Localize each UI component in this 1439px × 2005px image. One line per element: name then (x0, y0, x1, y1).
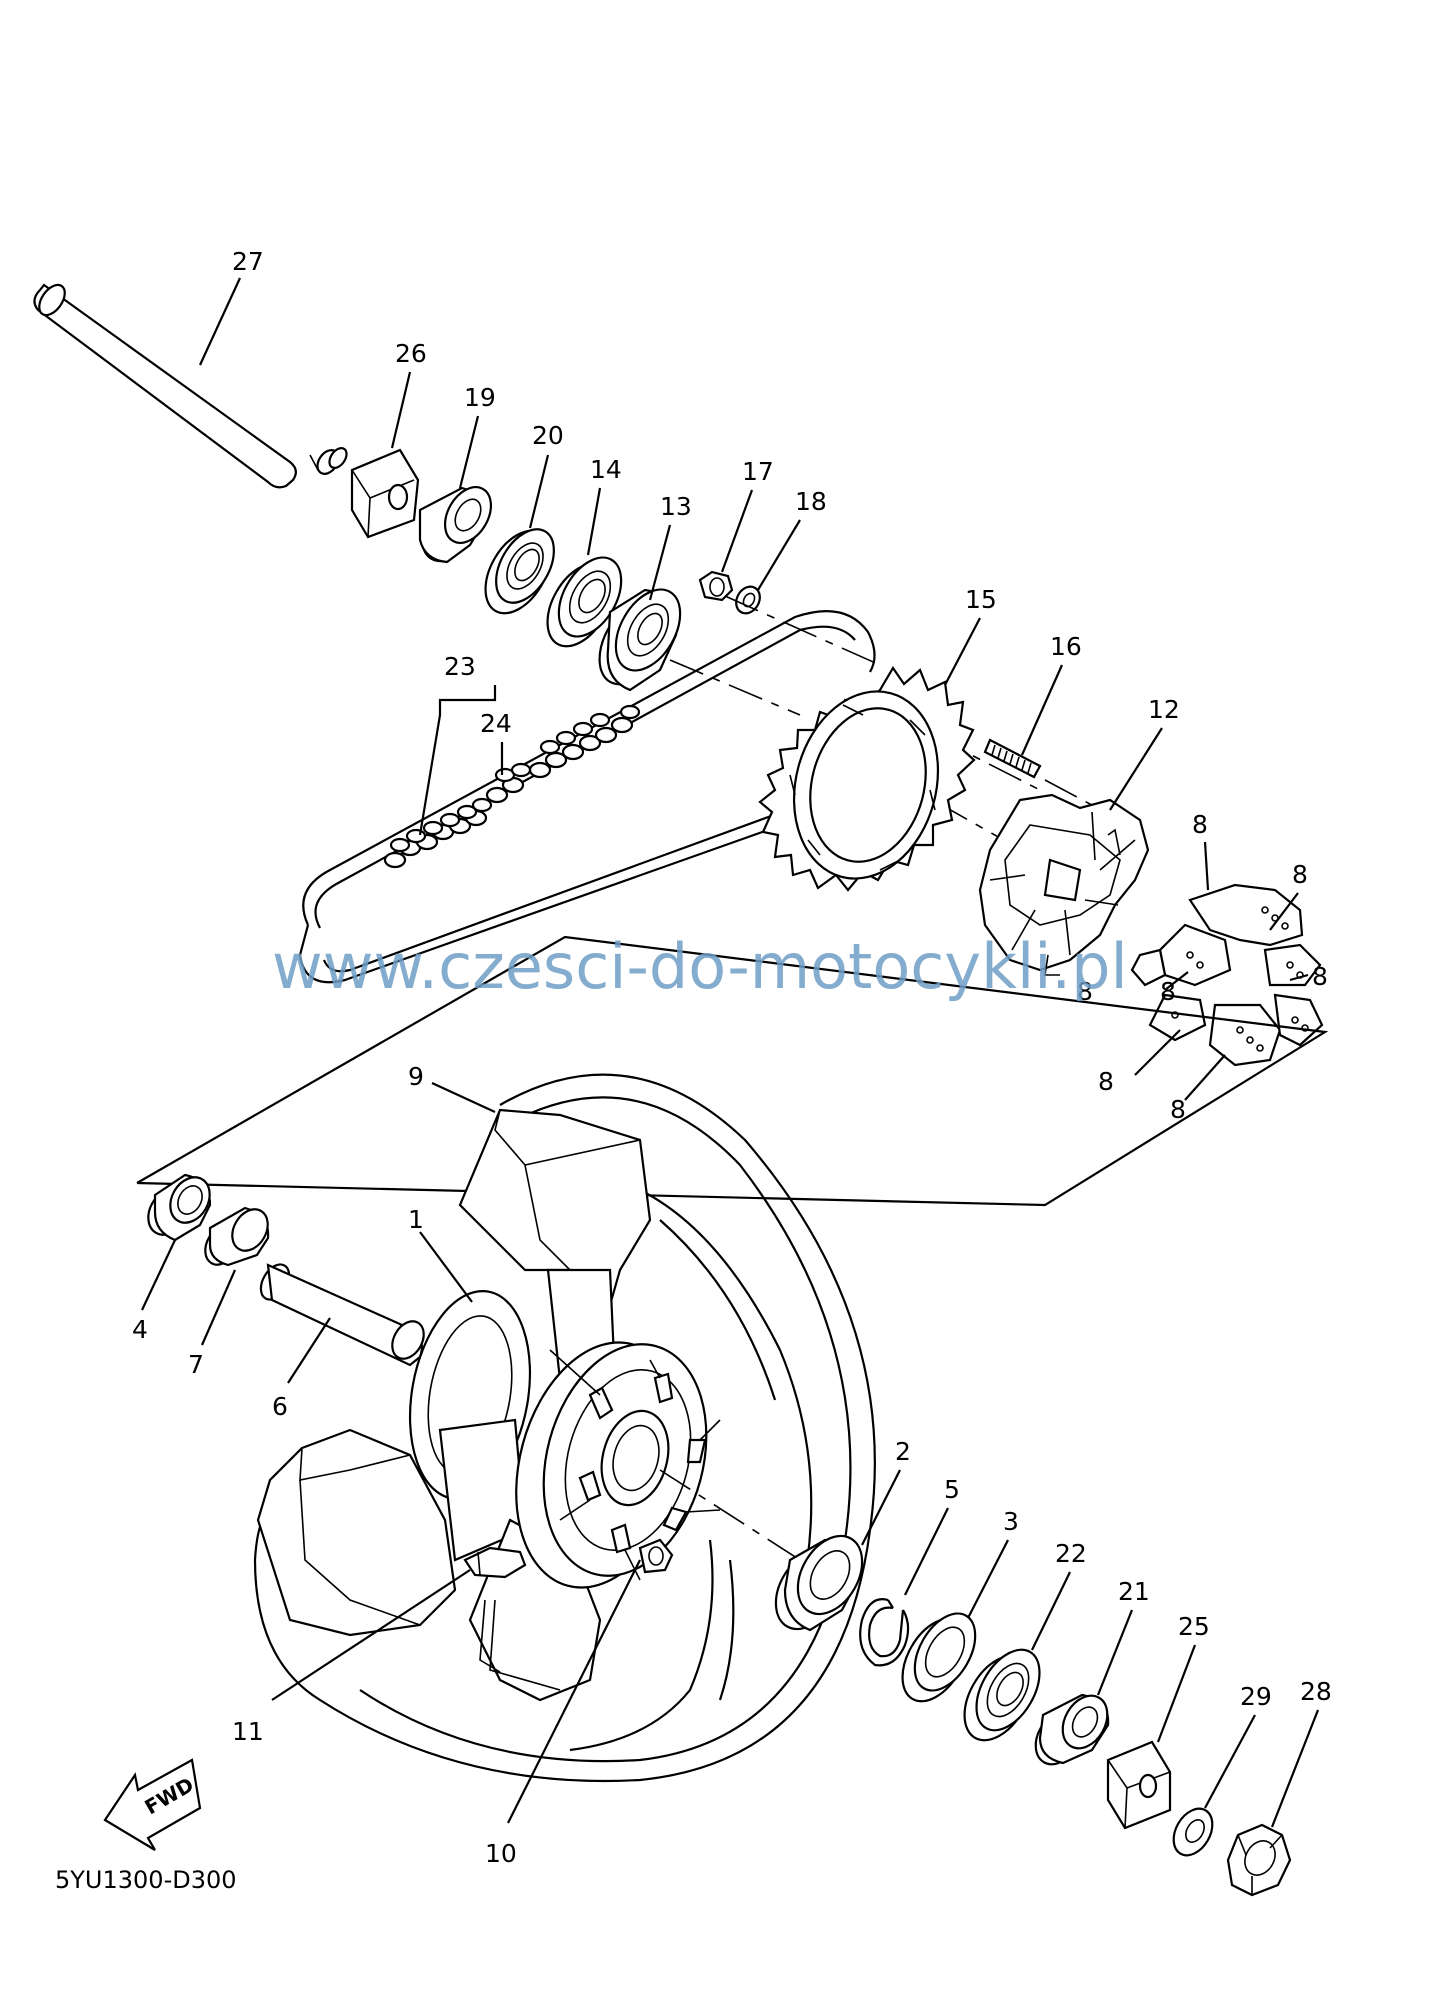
leader-20 (528, 454, 550, 529)
leader-2 (861, 1469, 901, 1546)
chain-joint-24 (485, 762, 532, 804)
leader-7 (200, 1269, 237, 1346)
callout-13: 13 (660, 492, 692, 521)
callout-8f: 8 (1170, 1095, 1186, 1124)
clutch-hub-12 (978, 793, 1150, 976)
bearing-14 (546, 556, 623, 648)
assembly-outline (136, 935, 1329, 1207)
callout-8g: 8 (1160, 977, 1176, 1006)
rear-wheel-1 (253, 1073, 876, 1783)
callout-2: 2 (895, 1437, 911, 1466)
leader-25 (1156, 1644, 1197, 1743)
hub-axis (659, 1469, 801, 1561)
washer-29 (1172, 1807, 1214, 1857)
callout-21: 21 (1118, 1577, 1150, 1606)
leader-9 (431, 1082, 496, 1113)
circlip-5 (859, 1598, 910, 1667)
callout-8b: 8 (1292, 860, 1308, 889)
callout-1: 1 (408, 1205, 424, 1234)
callout-10: 10 (485, 1839, 517, 1868)
callout-18: 18 (795, 487, 827, 516)
leader-21 (1096, 1609, 1134, 1696)
chain-adjuster-left (350, 448, 420, 539)
drive-chain-loop (298, 610, 876, 984)
callout-6: 6 (272, 1392, 288, 1421)
bearing-4 (147, 1173, 212, 1242)
leader-6 (287, 1317, 331, 1384)
watermark-text: www.czesci-do-motocykli.pl (272, 930, 1128, 1003)
leader-15 (944, 617, 981, 686)
callout-27: 27 (232, 247, 264, 276)
spacer-6 (259, 1263, 425, 1367)
callout-24: 24 (480, 709, 512, 738)
callout-17: 17 (742, 457, 774, 486)
callout-11: 11 (232, 1717, 264, 1746)
axle-nut-28 (1226, 1823, 1292, 1897)
leader-27 (199, 277, 241, 366)
callout-22: 22 (1055, 1539, 1087, 1568)
oil-seal-3 (901, 1612, 977, 1703)
leader-1 (419, 1231, 473, 1303)
collar-19 (418, 486, 493, 564)
rear-sprocket-15 (758, 665, 976, 892)
wheel-dampers-8 (1130, 883, 1324, 1067)
nut-17 (698, 570, 734, 602)
leader-29 (1204, 1714, 1256, 1809)
callout-12: 12 (1148, 695, 1180, 724)
drive-chain-23 (383, 704, 641, 869)
callout-16: 16 (1050, 632, 1082, 661)
callout-29: 29 (1240, 1682, 1272, 1711)
forward-arrow-icon: FWD (103, 1758, 202, 1851)
callout-5: 5 (944, 1475, 960, 1504)
rear-axle (33, 283, 348, 489)
callout-20: 20 (532, 421, 564, 450)
leader-23 (418, 685, 497, 836)
stud-bolt-16 (983, 738, 1042, 779)
callout-3: 3 (1003, 1507, 1019, 1536)
diagram-code: 5YU1300-D300 (55, 1866, 237, 1894)
callout-7: 7 (188, 1350, 204, 1379)
leader-14 (586, 487, 602, 556)
leader-18 (757, 519, 801, 591)
bearing-13 (598, 588, 682, 692)
leader-5 (904, 1507, 949, 1596)
leader-22 (1031, 1571, 1071, 1651)
callout-28: 28 (1300, 1677, 1332, 1706)
leader-10 (507, 1559, 641, 1824)
leader-3 (967, 1539, 1009, 1619)
callout-labels: 27 26 19 20 14 13 17 18 15 16 12 23 24 8… (132, 247, 1332, 1868)
leader-28 (1270, 1709, 1320, 1828)
collar-21 (1034, 1693, 1110, 1766)
leader-4 (141, 1239, 176, 1311)
callout-8e: 8 (1098, 1067, 1114, 1096)
callout-26: 26 (395, 339, 427, 368)
oil-seal-20 (484, 528, 555, 615)
leader-19 (458, 415, 480, 489)
chain-adjuster-right (1106, 1740, 1172, 1830)
leader-12 (1109, 727, 1163, 811)
leader-11 (271, 1569, 471, 1701)
callout-4: 4 (132, 1315, 148, 1344)
collar-7 (204, 1206, 270, 1267)
callout-8c: 8 (1312, 962, 1328, 991)
washer-18 (735, 585, 761, 615)
bearing-2 (774, 1534, 864, 1632)
leader-26 (390, 371, 412, 449)
callout-9: 9 (408, 1062, 424, 1091)
oil-seal-22 (963, 1648, 1041, 1742)
leader-16 (1020, 664, 1064, 756)
callout-8a: 8 (1192, 810, 1208, 839)
callout-14: 14 (590, 455, 622, 484)
callout-8d: 8 (1077, 977, 1093, 1006)
leader-17 (720, 489, 754, 573)
callout-15: 15 (965, 585, 997, 614)
leaders-8 (1134, 841, 1309, 1101)
callout-19: 19 (464, 383, 496, 412)
callout-23: 23 (444, 652, 476, 681)
callout-25: 25 (1178, 1612, 1210, 1641)
leader-13 (648, 524, 672, 601)
